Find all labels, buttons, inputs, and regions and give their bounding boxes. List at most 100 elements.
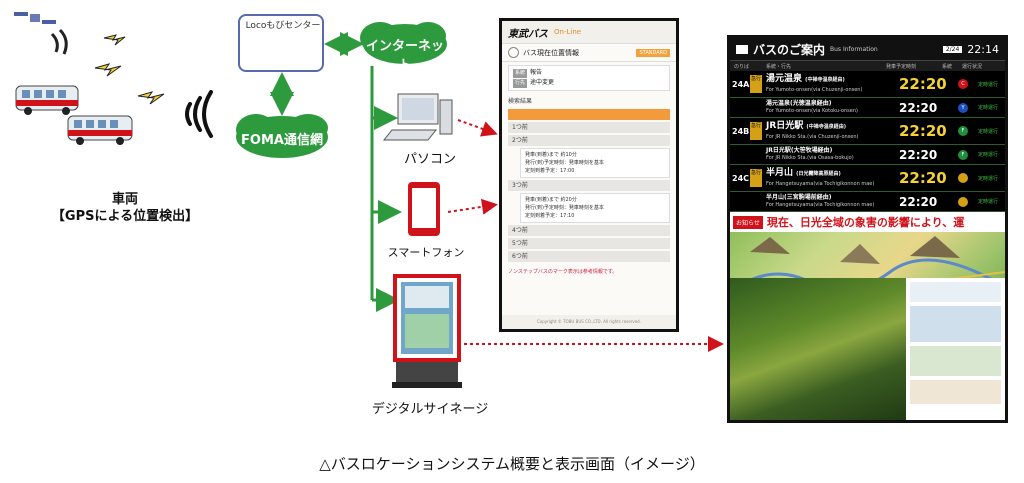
arrow-pc-to-screen <box>457 119 498 137</box>
col-header: のりば <box>734 63 750 70</box>
info-tag: 系統 <box>513 69 528 78</box>
smartphone-icon <box>408 182 440 236</box>
signage-icon <box>392 274 462 388</box>
destination-note: (日光霧降高原経由) <box>796 170 841 177</box>
departure-time: 22:20 <box>899 169 947 187</box>
mode-badge: STANDARD <box>636 48 670 57</box>
operation-status: 定時運行 <box>977 81 998 88</box>
destination-note: (中禅寺温泉経由) <box>806 123 846 130</box>
destination: JR日光駅(大笹牧場経由) For JR Nikko Sta.(via Osas… <box>762 147 899 162</box>
destination: 半月山 (日光霧降高原経由) For Hangetsuyama(via Tochi… <box>762 168 899 189</box>
alert-bar: お知らせ 現在、日光全域の象害の影響により、運 <box>730 212 1005 232</box>
current-stop-bar <box>508 109 670 120</box>
stop-row[interactable]: 3つ前 <box>508 180 670 191</box>
bus-card[interactable]: 発車(到着)まで 約10分 発行(到)予定時刻：発車時刻を基本 定刻到着予定：1… <box>520 148 670 178</box>
tobu-logo: 東武バス <box>508 28 548 40</box>
figure-caption: △バスロケーションシステム概要と表示画面（イメージ） <box>319 455 705 473</box>
destination-name: JR日光駅(大笹牧場経由) <box>766 147 833 154</box>
destination: 半月山(三宮駒場前経由) For Hangetsuyama(via Tochig… <box>762 194 899 209</box>
route-badge: F <box>958 149 968 160</box>
destination: JR日光駅 (中禅寺温泉経由)For JR Nikko Sta.(via Chu… <box>762 121 899 142</box>
card-line: 発車(到着)まで 約20分 <box>525 197 577 203</box>
platform: 24A <box>732 79 750 89</box>
service-type: 急行 <box>750 75 762 93</box>
stop-row[interactable]: 5つ前 <box>508 238 670 249</box>
satellite-icon <box>14 12 68 55</box>
screen-title: バス現在位置情報 <box>523 48 579 57</box>
col-header: 系統・行先 <box>766 63 792 70</box>
destination-en: For JR Nikko Sta.(via Osasa-bokujo) <box>766 155 854 161</box>
departure-time: 22:20 <box>899 147 938 162</box>
screen-title-row: バス現在位置情報 STANDARD <box>502 44 676 62</box>
destination: 湯元温泉 (中禅寺温泉経由)For Yumoto-onsen(via Chuze… <box>762 74 899 95</box>
departure-time: 22:20 <box>899 122 947 140</box>
bus-card[interactable]: 発車(到着)まで 約20分 発行(到)予定時刻：発車時刻を基本 定刻到着予定：1… <box>520 193 670 223</box>
internet-cloud <box>360 22 447 64</box>
departure-row: JR日光駅(大笹牧場経由) For JR Nikko Sta.(via Osas… <box>730 145 1005 165</box>
route-info: 系統報告 行先途中変更 <box>508 65 670 91</box>
loco-center-box: Locoもびセンター <box>238 14 324 72</box>
route-badge <box>958 196 968 207</box>
center-label: Locoもびセンター <box>245 21 321 31</box>
col-header: 運行状況 <box>962 63 983 70</box>
bus-icon <box>15 85 79 115</box>
route-badge: C <box>958 79 968 89</box>
service-type: 急行 <box>750 122 762 140</box>
col-header: 発車予定時刻 <box>886 63 917 70</box>
platform: 24C <box>732 173 750 183</box>
internet-label: インターネット <box>365 39 444 73</box>
stop-row[interactable]: 2つ前 <box>508 135 670 146</box>
destination-en: For JR Nikko Sta.(via Chuzenji-onsen) <box>766 133 859 140</box>
route-badge <box>958 173 968 183</box>
info-value: 途中変更 <box>530 79 555 86</box>
lightning-icon <box>94 63 122 77</box>
destination-name: 半月山(三宮駒場前経由) <box>766 194 832 201</box>
destination-name: 半月山 <box>766 167 794 178</box>
destination-name: 湯元温泉(光徳温泉経由) <box>766 100 832 107</box>
foma-label: FOMA通信網 <box>241 133 323 148</box>
operation-status: 定時運行 <box>977 175 998 182</box>
back-icon[interactable] <box>508 47 519 58</box>
signage-title: バスのご案内 <box>753 42 826 57</box>
platform: 24B <box>732 126 750 136</box>
route-badge: Y <box>958 102 968 113</box>
pc-label: パソコン <box>403 152 456 167</box>
foma-cloud <box>236 114 328 158</box>
alert-text: 現在、日光全域の象害の影響により、運 <box>766 216 965 229</box>
departure-time: 22:20 <box>899 75 947 93</box>
operation-status: 定時運行 <box>977 128 998 135</box>
stop-row[interactable]: 6つ前 <box>508 251 670 262</box>
signage-header: バスのご案内 Bus Information 2/24 22:14 <box>730 38 1005 61</box>
scenery-photo <box>730 278 906 420</box>
web-location-screen: 東武バス On-Line バス現在位置情報 STANDARD 系統報告 行先途中… <box>499 18 679 332</box>
stop-row[interactable]: 4つ前 <box>508 225 670 236</box>
card-line: 発行(到)予定時刻：発車時刻を基本 <box>525 160 604 166</box>
signage-date: 2/24 <box>942 45 963 53</box>
bus-sign-icon <box>736 44 748 54</box>
service-type: 急行 <box>750 169 762 187</box>
departure-time: 22:20 <box>899 194 938 209</box>
signage-subtitle: Bus Information <box>830 45 878 53</box>
card-line: 発車(到着)まで 約10分 <box>525 152 577 158</box>
radio-wave-icon <box>185 90 213 138</box>
alert-badge: お知らせ <box>733 215 763 229</box>
vehicle-title: 車両 <box>111 192 138 207</box>
screen-footer: Copyright © TOBU BUS CO.,LTD. All rights… <box>502 315 676 329</box>
info-tag: 行先 <box>513 79 528 88</box>
operation-status: 定時運行 <box>977 199 998 205</box>
destination-en: For Hangetsuyama(via Tochigikonnon mae) <box>766 202 875 208</box>
signage-clock: 22:14 <box>967 42 999 56</box>
bus-icon <box>67 115 133 145</box>
destination: 湯元温泉(光徳温泉経由) For Yumoto-onsen(via Kotoku… <box>762 100 899 115</box>
card-line: 定刻到着予定：17:00 <box>525 168 575 174</box>
lightning-icon <box>103 34 126 46</box>
destination-name: 湯元温泉 <box>766 73 803 84</box>
lightning-icon <box>137 91 165 105</box>
destination-en: For Hangetsuyama(via Tochigikonnon mae) <box>766 180 875 187</box>
info-value: 報告 <box>530 69 543 76</box>
stop-row[interactable]: 1つ前 <box>508 122 670 133</box>
